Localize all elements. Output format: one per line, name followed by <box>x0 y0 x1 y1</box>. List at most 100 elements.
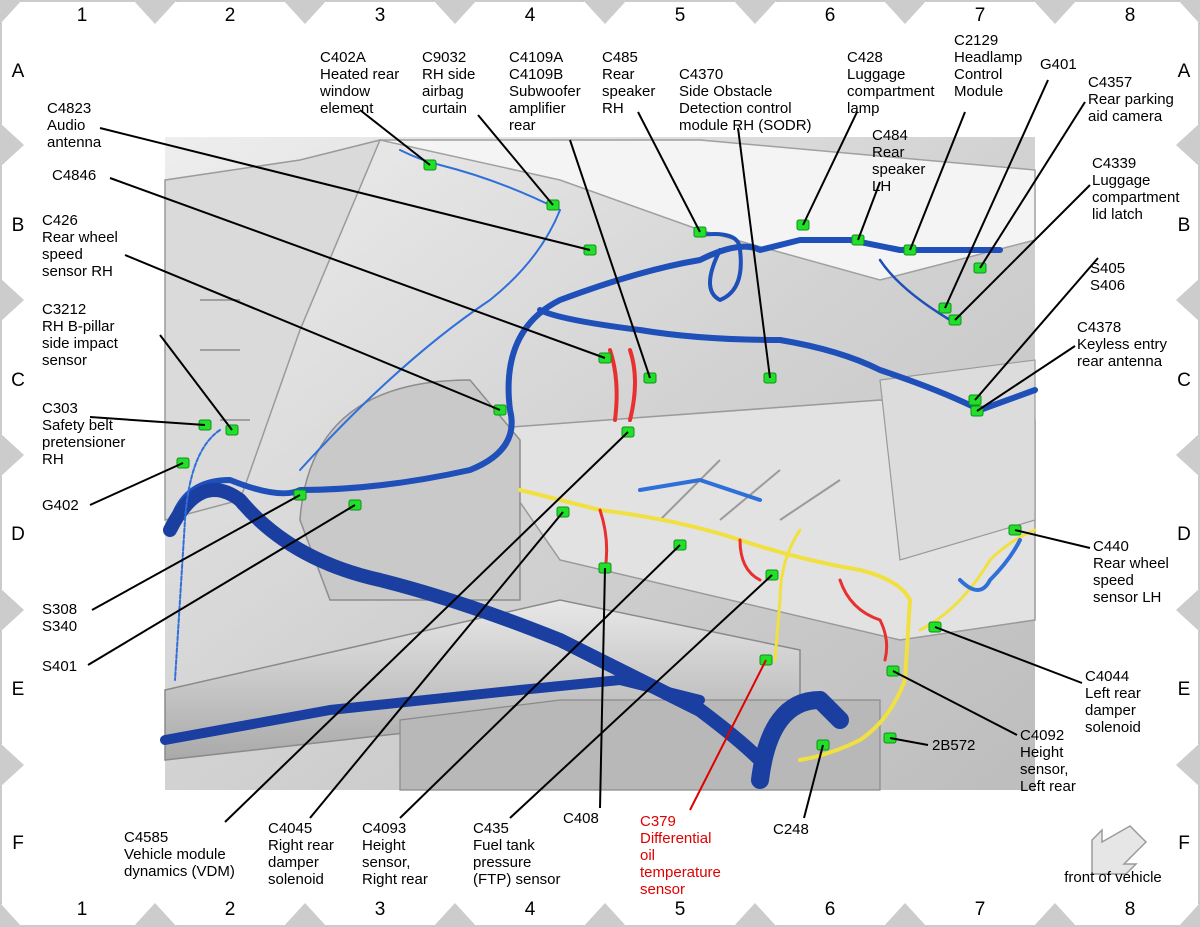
grid-column-label-bottom: 5 <box>675 899 686 920</box>
callout-line: sensor, <box>362 854 410 871</box>
callout-c248: C248 <box>773 821 809 838</box>
grid-row-label-left: E <box>12 679 25 700</box>
callout-line: pretensioner <box>42 434 125 451</box>
leader-line-c4370 <box>737 127 771 379</box>
callout-line: pressure <box>473 854 531 871</box>
callout-line: Detection control <box>679 100 792 117</box>
callout-line: Rear <box>872 144 905 161</box>
callout-line: speed <box>1093 572 1134 589</box>
leader-line-c485 <box>637 111 701 233</box>
leader-line-c4585 <box>224 431 629 823</box>
callout-line: antenna <box>47 134 102 151</box>
front-of-vehicle-indicator: front of vehicle <box>1064 825 1162 886</box>
callout-line: Right rear <box>268 837 334 854</box>
callout-b2b572: 2B572 <box>932 737 975 754</box>
leader-line-c4357 <box>979 101 1086 269</box>
callout-line: Height <box>362 837 406 854</box>
grid-row-label-left: B <box>12 215 25 236</box>
leader-line-c4093 <box>399 544 681 819</box>
grid-column-label-bottom: 8 <box>1125 899 1136 920</box>
leader-line-s308 <box>91 494 301 611</box>
leader-line-c9032 <box>477 114 554 206</box>
callout-line: RH side <box>422 66 475 83</box>
callout-line: sensor <box>42 352 87 369</box>
grid-row-label-left: A <box>12 61 25 82</box>
callout-line: side impact <box>42 335 119 352</box>
callout-line: Rear wheel <box>42 229 118 246</box>
grid-row-label-right: D <box>1177 524 1191 545</box>
leader-line-b2b572 <box>889 737 929 746</box>
leader-line-c428 <box>802 111 858 226</box>
callout-line: lid latch <box>1092 206 1143 223</box>
grid-column-label-top: 1 <box>77 5 88 26</box>
grid-column-label-top: 4 <box>525 5 536 26</box>
leader-line-c4339 <box>954 184 1091 321</box>
grid-column-label-bottom: 7 <box>975 899 986 920</box>
callout-line: Vehicle module <box>124 846 226 863</box>
border-diamond <box>433 903 477 927</box>
callout-line: G401 <box>1040 56 1077 73</box>
leader-line-c4823 <box>99 127 591 251</box>
grid-row-label-right: F <box>1178 833 1190 854</box>
leader-line-c4045 <box>309 511 564 819</box>
leader-line-c2129 <box>909 111 966 251</box>
border-diamond <box>433 0 477 24</box>
leader-line-c3212 <box>159 334 233 431</box>
callout-line: C2129 <box>954 32 998 49</box>
callout-line: C402A <box>320 49 366 66</box>
grid-column-label-bottom: 6 <box>825 899 836 920</box>
grid-column-label-bottom: 3 <box>375 899 386 920</box>
leader-line-g402 <box>89 462 184 506</box>
callout-line: Luggage <box>847 66 905 83</box>
callout-line: sensor LH <box>1093 589 1161 606</box>
callout-c408: C408 <box>563 810 599 827</box>
leader-line-c484 <box>857 181 881 241</box>
grid-row-label-right: A <box>1178 61 1191 82</box>
callout-line: C4846 <box>52 167 96 184</box>
grid-column-label-top: 7 <box>975 5 986 26</box>
callout-line: damper <box>1085 702 1136 719</box>
front-arrow-icon <box>1091 825 1148 875</box>
grid-column-label-bottom: 2 <box>225 899 236 920</box>
leader-line-c408 <box>599 567 606 809</box>
border-diamond <box>733 903 777 927</box>
callout-line: S308 <box>42 601 77 618</box>
grid-row-label-right: C <box>1177 370 1191 391</box>
callout-line: S340 <box>42 618 77 635</box>
border-diamond <box>1178 903 1200 927</box>
callout-line: C4109B <box>509 66 563 83</box>
callout-line: S401 <box>42 658 77 675</box>
callout-line: compartment <box>1092 189 1180 206</box>
callout-line: sensor, <box>1020 761 1068 778</box>
callout-line: C379 <box>640 813 676 830</box>
callout-line: module RH (SODR) <box>679 117 812 134</box>
grid-row-label-right: E <box>1178 679 1191 700</box>
callout-line: Heated rear <box>320 66 399 83</box>
callout-line: temperature <box>640 864 721 881</box>
leader-line-s401 <box>87 504 356 666</box>
callout-line: C4093 <box>362 820 406 837</box>
callout-line: S405 <box>1090 260 1125 277</box>
callout-line: C428 <box>847 49 883 66</box>
callout-line: Keyless entry <box>1077 336 1168 353</box>
callout-line: lamp <box>847 100 880 117</box>
border-diamond <box>1176 588 1200 632</box>
callout-line: Subwoofer <box>509 83 581 100</box>
border-diamond <box>133 0 177 24</box>
callout-line: curtain <box>422 100 467 117</box>
